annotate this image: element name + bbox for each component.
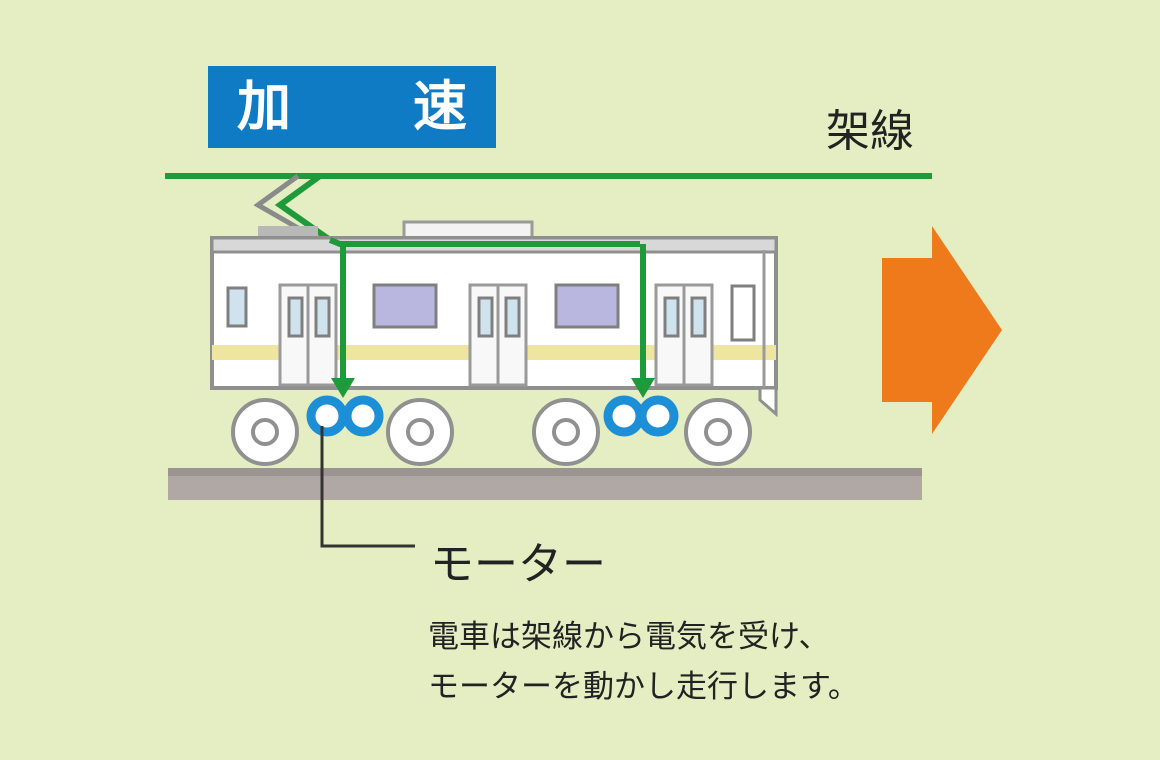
pantograph-icon <box>253 173 332 243</box>
current-flow <box>328 237 646 380</box>
overhead-wire-label: 架線 <box>826 106 914 157</box>
description: 電車は架線から電気を受け、 モーターを動かし走行します。 <box>428 612 859 712</box>
current-arrowhead <box>631 378 655 398</box>
diagram-title: 加 速 <box>237 75 501 138</box>
train-car <box>210 236 778 418</box>
current-arrowhead <box>331 378 355 398</box>
motors <box>306 395 679 437</box>
description-line: 電車は架線から電気を受け、 <box>428 619 830 655</box>
wheels <box>231 398 752 466</box>
direction-arrow-icon <box>882 226 1002 434</box>
title-box: 加 速 <box>208 66 496 148</box>
motor-leader-line <box>320 426 415 548</box>
description-line: モーターを動かし走行します。 <box>428 669 859 705</box>
motor-label: モーター <box>430 539 606 590</box>
